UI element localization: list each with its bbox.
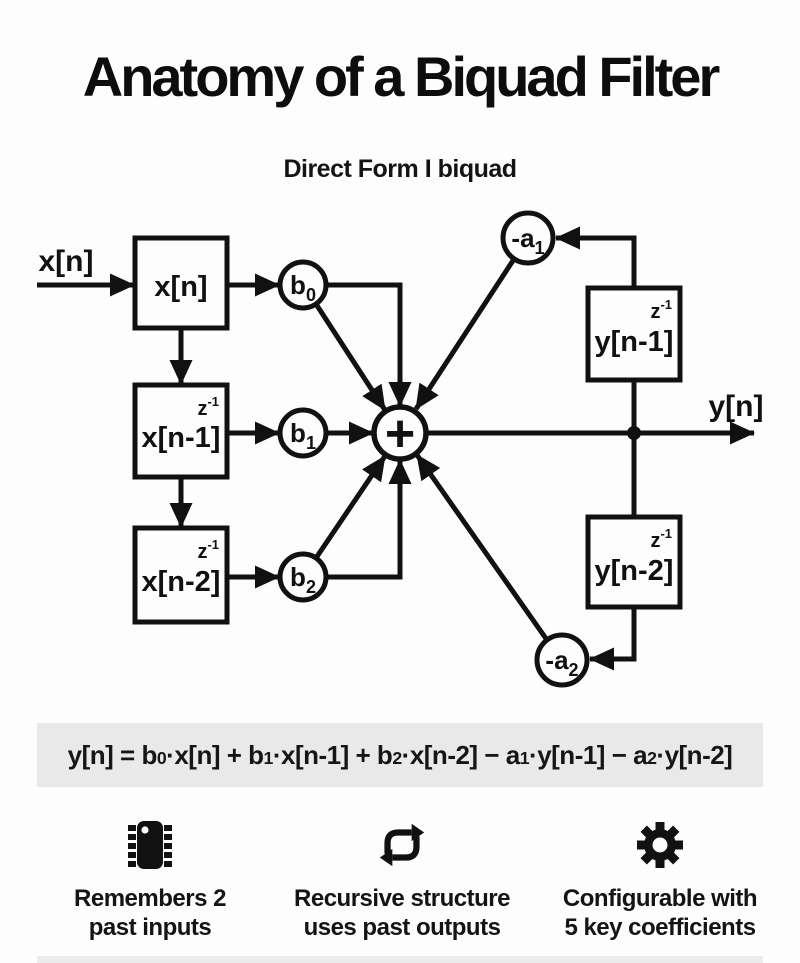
- box-x0: [132, 235, 230, 331]
- gain-b2-label: b2: [290, 562, 316, 597]
- box-y1-label: y[n-1]: [595, 326, 674, 358]
- box-x1-delay: z-1: [197, 394, 219, 420]
- box-x2-delay: z-1: [197, 537, 219, 563]
- box-y1-delay: z-1: [650, 297, 672, 323]
- feature-caption-line: past inputs: [88, 914, 212, 941]
- feature-caption-line: uses past outputs: [303, 914, 501, 941]
- equation-bar: y[n] = b0·x[n] + b1·x[n-1] + b2·x[n-2] −…: [37, 723, 763, 787]
- input-label: x[n]: [39, 245, 94, 278]
- bottom-strip: [37, 956, 763, 963]
- gain-b1-circle: [277, 407, 329, 459]
- junction-dot: [627, 426, 641, 440]
- gain-b2-circle: [277, 551, 329, 603]
- box-x0-label: x[n]: [154, 271, 207, 303]
- signal-line: [313, 454, 388, 560]
- gain-a2-circle: [534, 632, 590, 688]
- feedback-line: [414, 453, 550, 642]
- gain-b0-circle: [277, 259, 329, 311]
- repeat-icon: [379, 823, 425, 867]
- summation-circle: [371, 404, 429, 462]
- feature-recursive: Recursive structure uses past outputs: [282, 818, 522, 942]
- equation-text: y[n] = b0·x[n] + b1·x[n-1] + b2·x[n-2] −…: [67, 739, 733, 770]
- box-y2-delay: z-1: [650, 526, 672, 552]
- gain-a2-label: -a2: [545, 645, 578, 680]
- feature-caption-line: Configurable with: [562, 885, 758, 912]
- gear-icon: [637, 822, 683, 868]
- box-y2: [585, 514, 683, 610]
- page-title: Anatomy of a Biquad Filter: [82, 45, 721, 108]
- signal-line: [326, 282, 412, 407]
- feature-configurable: Configurable with 5 key coefficients: [540, 818, 780, 942]
- feature-caption-line: Remembers 2: [74, 885, 226, 912]
- feature-caption-line: 5 key coefficients: [564, 914, 756, 941]
- output-label: y[n]: [709, 390, 764, 423]
- signal-line: [326, 459, 412, 580]
- feedback-line: [589, 607, 637, 671]
- box-x1: [132, 382, 230, 480]
- box-x2-label: x[n-2]: [142, 566, 221, 598]
- feature-caption-line: Recursive structure: [294, 885, 510, 912]
- gain-b0-label: b0: [290, 270, 316, 305]
- box-y2-label: y[n-2]: [595, 555, 674, 587]
- box-y1: [585, 285, 683, 383]
- gain-a1-label: -a1: [511, 223, 544, 258]
- signal-line: [313, 302, 388, 412]
- chip-icon: [128, 821, 172, 869]
- summation-plus: +: [385, 405, 415, 463]
- feature-memory: Remembers 2 past inputs: [30, 818, 270, 942]
- feedback-line: [555, 226, 637, 288]
- box-x2: [132, 525, 230, 625]
- box-x1-label: x[n-1]: [142, 422, 221, 454]
- feedback-line: [413, 257, 517, 411]
- gain-b1-label: b1: [290, 418, 316, 453]
- diagram-subtitle: Direct Form I biquad: [283, 155, 517, 183]
- gain-a1-circle: [500, 210, 556, 266]
